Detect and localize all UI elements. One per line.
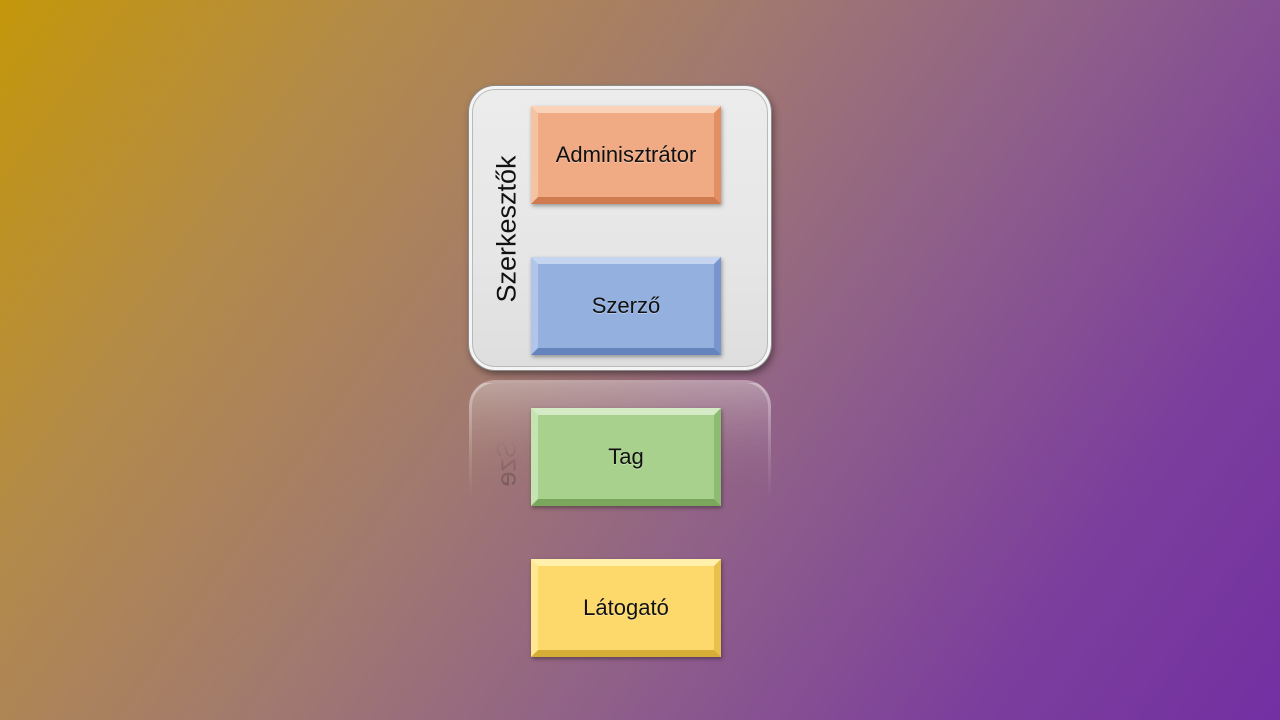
role-box-author: Szerző xyxy=(531,257,721,355)
role-label-member: Tag xyxy=(608,444,644,469)
role-label-visitor: Látogató xyxy=(583,595,669,620)
role-box-member: Tag xyxy=(531,408,721,506)
role-box-visitor: Látogató xyxy=(531,559,721,657)
editors-group-label: Szerkesztők xyxy=(491,155,522,303)
role-label-author: Szerző xyxy=(591,293,661,318)
role-label-administrator: Adminisztrátor xyxy=(555,142,697,167)
role-box-administrator: Adminisztrátor xyxy=(531,106,721,204)
editors-group-label-reflection: Sze xyxy=(491,440,522,487)
